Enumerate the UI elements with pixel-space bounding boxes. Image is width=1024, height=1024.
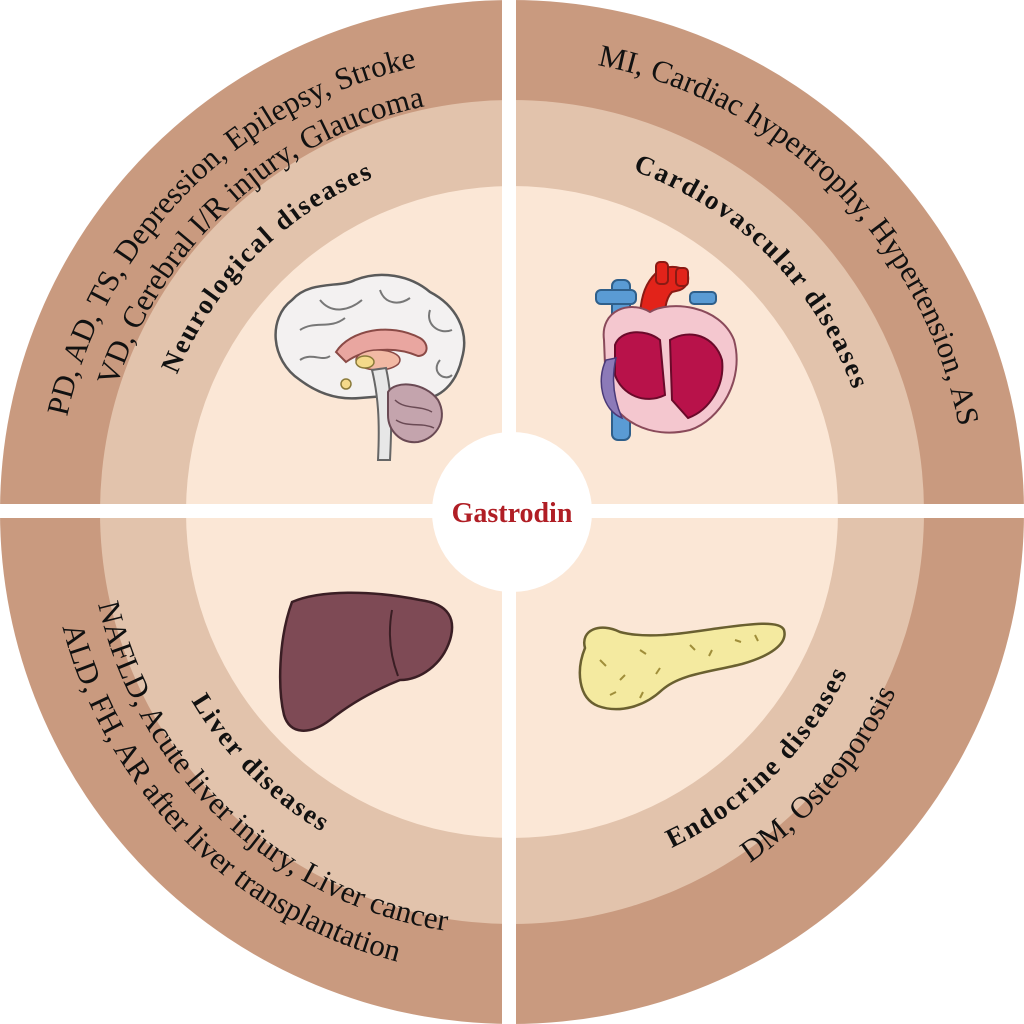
brain-icon <box>274 273 466 461</box>
heart-icon <box>595 261 738 441</box>
pancreas-icon <box>578 622 786 711</box>
center-circle <box>432 432 592 592</box>
center-label: Gastrodin <box>452 498 573 529</box>
liver-icon <box>278 591 454 732</box>
